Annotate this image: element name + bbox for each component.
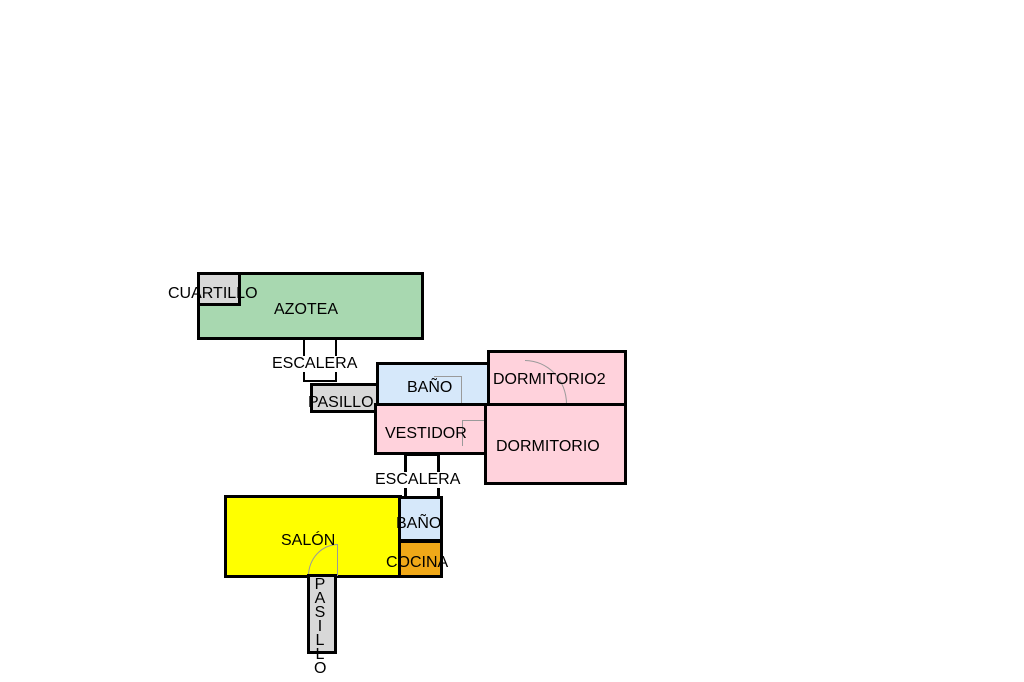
room-bano-bottom [398, 496, 443, 542]
pasillo-bottom-label-wrap: PASILLO [304, 576, 344, 682]
label-pasillo-top: PASILLO [308, 394, 374, 411]
label-dormitorio: DORMITORIO [496, 438, 600, 455]
room-vestidor [374, 403, 488, 455]
room-dormitorio [484, 403, 627, 485]
room-cuartillo [197, 272, 241, 306]
room-cocina [398, 540, 443, 578]
label-escalera-mid: ESCALERA [375, 471, 461, 488]
room-pasillo-bottom [307, 574, 337, 654]
label-bano-top: BAÑO [407, 379, 453, 396]
label-cuartillo: CUARTILLO [168, 285, 258, 302]
label-cocina: COCINA [386, 554, 449, 571]
door-bano-top [434, 376, 462, 404]
label-escalera-top: ESCALERA [272, 355, 358, 372]
label-dormitorio2: DORMITORIO2 [493, 371, 606, 388]
label-bano-bottom: BAÑO [396, 515, 442, 532]
label-pasillo-bottom: PASILLO [314, 576, 327, 677]
label-vestidor: VESTIDOR [385, 425, 467, 442]
label-azotea: AZOTEA [274, 301, 339, 318]
label-salon: SALÓN [281, 532, 336, 549]
door-vestidor [462, 420, 486, 446]
